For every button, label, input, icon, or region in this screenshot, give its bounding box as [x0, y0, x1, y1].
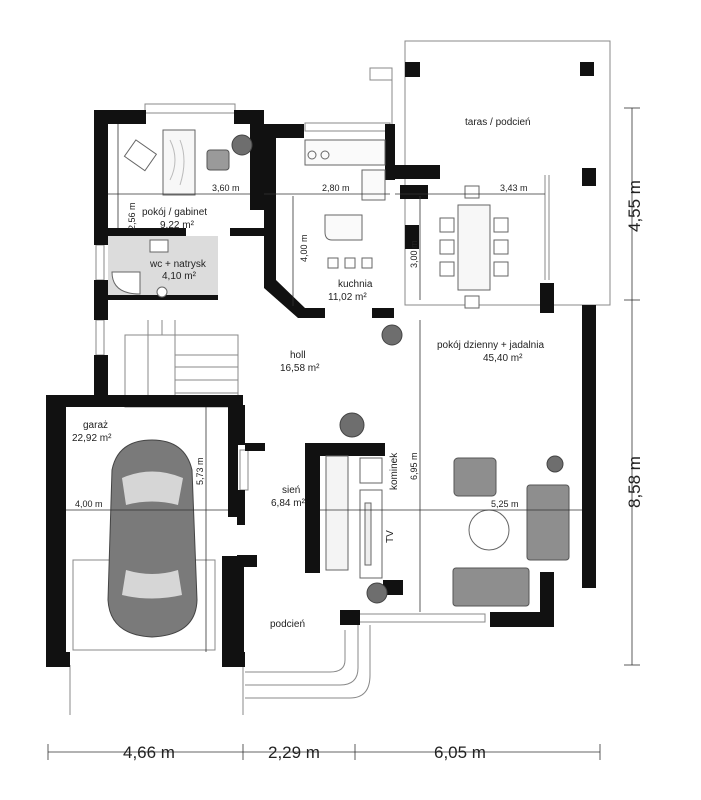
outer-dim-bottom-2: 2,29 m — [268, 743, 320, 762]
dim-343: 3,43 m — [500, 183, 528, 193]
room-area-dzienny: 45,40 m² — [483, 353, 523, 364]
dim-256: 2,56 m — [127, 202, 137, 230]
room-label-garaz: garaż — [83, 420, 108, 431]
plant-icons — [231, 134, 564, 604]
furniture — [108, 129, 570, 607]
dim-300: 3,00 m — [409, 240, 419, 268]
room-label-sien: sień — [282, 485, 300, 496]
outer-dim-bottom-1: 4,66 m — [123, 743, 175, 762]
dim-400-garaz: 4,00 m — [75, 499, 103, 509]
dim-280: 2,80 m — [322, 183, 350, 193]
inner-dimension-lines — [66, 124, 582, 652]
room-label-podcien: podcień — [270, 619, 305, 630]
room-area-gabinet: 9,22 m² — [160, 220, 195, 231]
dim-400-kuchnia: 4,00 m — [299, 234, 309, 262]
room-area-holl: 16,58 m² — [280, 363, 320, 374]
outer-dim-bottom-3: 6,05 m — [434, 743, 486, 762]
room-label-kuchnia: kuchnia — [338, 279, 373, 290]
room-label-dzienny: pokój dzienny + jadalnia — [437, 340, 544, 351]
room-area-sien: 6,84 m² — [271, 498, 306, 509]
room-label-wc: wc + natrysk — [149, 259, 207, 270]
walls — [46, 62, 596, 667]
dim-573: 5,73 m — [195, 457, 205, 485]
dim-360: 3,60 m — [212, 183, 240, 193]
dim-695: 6,95 m — [409, 452, 419, 480]
outer-dim-right-1: 4,55 m — [625, 180, 644, 232]
room-label-gabinet: pokój / gabinet — [142, 207, 207, 218]
room-area-garaz: 22,92 m² — [72, 433, 112, 444]
outer-dimension-lines — [47, 107, 640, 760]
room-area-kuchnia: 11,02 m² — [328, 292, 367, 303]
room-area-wc: 4,10 m² — [162, 271, 197, 282]
room-label-taras: taras / podcień — [465, 117, 531, 128]
room-label-holl: holl — [290, 350, 306, 361]
car-icon — [107, 439, 198, 638]
outline-lines — [69, 40, 611, 715]
outer-dim-right-2: 8,58 m — [625, 456, 644, 508]
label-kominek: kominek — [389, 452, 400, 490]
label-tv: TV — [385, 530, 396, 543]
dim-525: 5,25 m — [491, 499, 519, 509]
